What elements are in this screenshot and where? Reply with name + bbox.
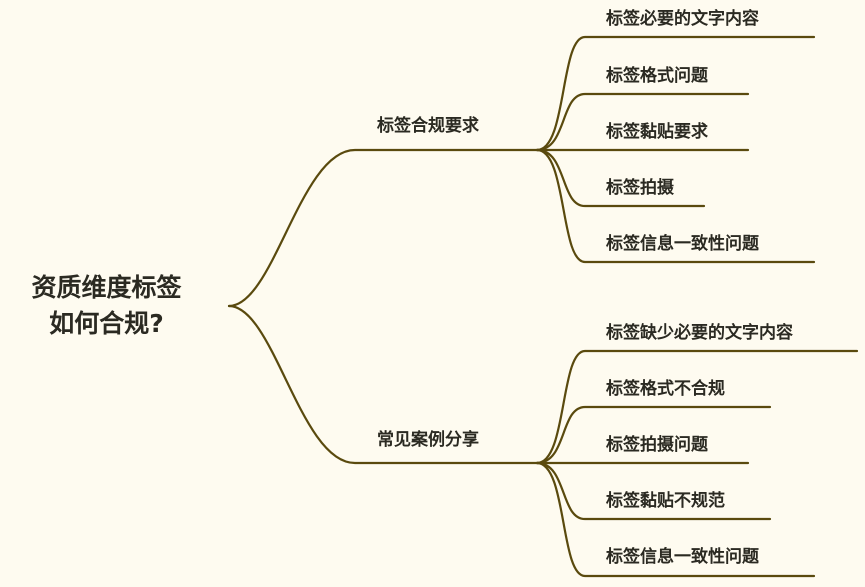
root-topic-line2: 如何合规? [49,309,164,338]
branch-connector [227,304,539,465]
leaf-connector [535,461,772,521]
leaf-connector [535,148,706,208]
leaf-topic[interactable]: 标签缺少必要的文字内容 [606,323,793,343]
branch-topic-requirements[interactable]: 标签合规要求 [377,116,479,136]
leaf-connector [535,148,816,264]
root-topic-line1: 资质维度标签 [31,273,182,302]
branch-connector [227,148,539,308]
leaf-connector [535,349,859,465]
root-topic[interactable]: 资质维度标签 如何合规? [14,270,199,342]
branch-topic-cases[interactable]: 常见案例分享 [377,430,479,450]
leaf-topic[interactable]: 标签拍摄问题 [606,435,708,455]
leaf-topic[interactable]: 标签黏贴不规范 [606,491,725,511]
leaf-connector [535,461,816,578]
leaf-connector [535,92,750,152]
leaf-topic[interactable]: 标签必要的文字内容 [606,9,759,29]
leaf-topic[interactable]: 标签信息一致性问题 [606,547,759,567]
leaf-connector [535,35,816,152]
leaf-topic[interactable]: 标签信息一致性问题 [606,234,759,254]
leaf-topic[interactable]: 标签拍摄 [606,178,674,198]
leaf-topic[interactable]: 标签黏贴要求 [606,122,708,142]
leaf-topic[interactable]: 标签格式问题 [606,66,708,86]
leaf-topic[interactable]: 标签格式不合规 [606,379,725,399]
leaf-connector [535,405,772,465]
